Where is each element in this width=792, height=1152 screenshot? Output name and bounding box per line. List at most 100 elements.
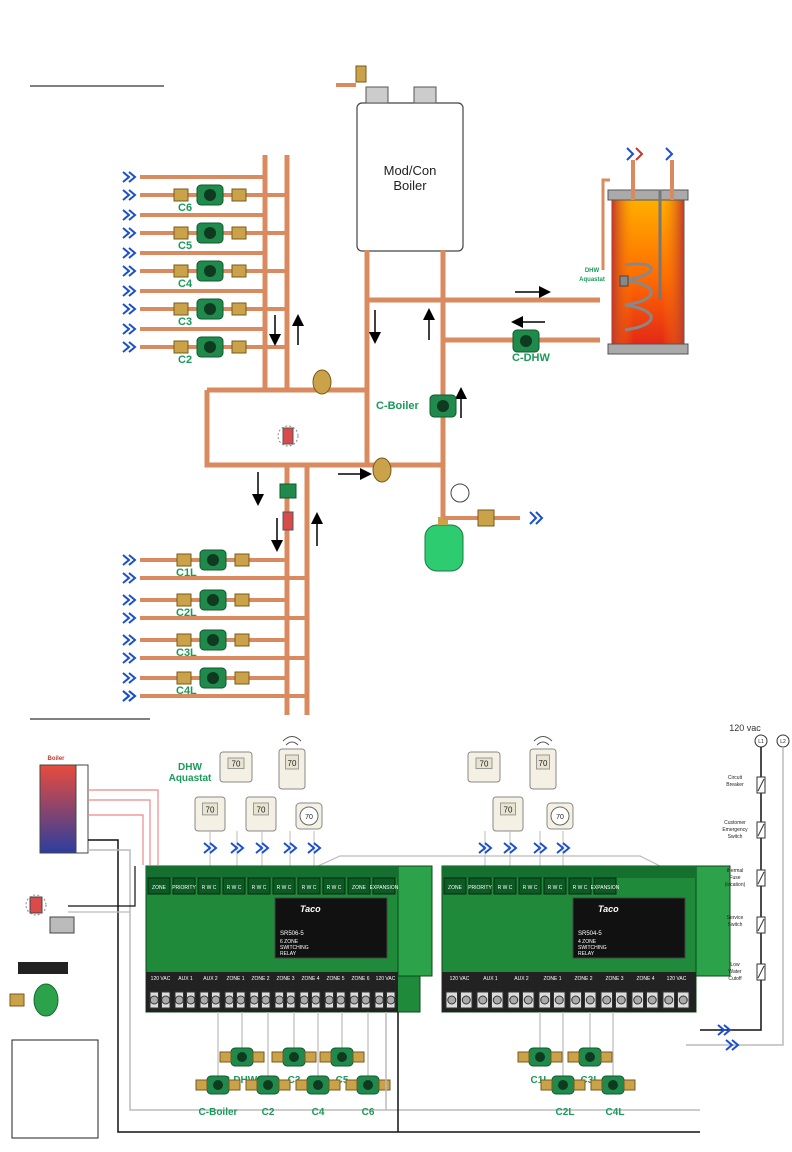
valve-icon xyxy=(328,1079,341,1091)
pipe-break-icon xyxy=(230,842,239,854)
valve-icon xyxy=(590,1079,603,1091)
pipe-break-icon xyxy=(209,842,218,854)
thermostat-reading: 70 xyxy=(504,806,513,815)
pipe-break-icon xyxy=(236,842,245,854)
terminal-label: R W C xyxy=(202,885,217,891)
pump-motor-icon xyxy=(237,1052,247,1062)
pipe-break-icon xyxy=(283,842,292,854)
boiler-label-line2: Boiler xyxy=(393,178,427,193)
wiring-dhw-aquastat-line2: Aquastat xyxy=(169,773,212,784)
safety-switch-label: Low xyxy=(730,962,740,968)
pipe-break-icon xyxy=(128,572,137,584)
terminal-label: R W C xyxy=(277,885,292,891)
pump-label: C6 xyxy=(362,1107,375,1118)
pipe-break-icon xyxy=(128,285,137,297)
valve-icon xyxy=(173,340,189,354)
terminal-label: R W C xyxy=(327,885,342,891)
screw-icon xyxy=(199,995,209,1005)
indirect-water-heater xyxy=(607,147,689,355)
safety-switch-label: Switch xyxy=(728,834,743,840)
screw-icon xyxy=(602,995,612,1005)
terminal-label: R W C xyxy=(573,885,588,891)
switch-contact xyxy=(757,778,765,792)
pump-motor-icon xyxy=(313,1080,323,1090)
screw-icon xyxy=(361,995,371,1005)
terminal-group-label: ZONE 3 xyxy=(605,976,623,982)
pipe-break-icon xyxy=(122,594,131,606)
terminal-block xyxy=(443,877,467,895)
valve-icon xyxy=(234,633,250,647)
pump-motor-icon xyxy=(535,1052,545,1062)
terminal-block xyxy=(172,877,196,895)
switch-contact xyxy=(757,823,765,837)
pipe-break-icon xyxy=(533,842,542,854)
terminal-block xyxy=(247,877,271,895)
pipe-break-icon xyxy=(484,842,493,854)
thermostat-reading: 70 xyxy=(232,759,241,768)
pipe-break-icon xyxy=(128,247,137,259)
valve-icon xyxy=(231,264,247,278)
valve-icon xyxy=(600,1051,613,1063)
terminal-group-label: 120 VAC xyxy=(450,976,470,982)
mixing-valve-actuator xyxy=(9,894,75,1017)
pipe-break-icon xyxy=(128,690,137,702)
switch-contact xyxy=(757,918,765,932)
pipe-break-icon xyxy=(122,265,131,277)
expansion-cable xyxy=(317,855,661,867)
safety-switch-label: Switch xyxy=(728,922,743,928)
valve-icon xyxy=(517,1051,530,1063)
terminal-block xyxy=(222,877,246,895)
terminal-label: R W C xyxy=(302,885,317,891)
terminal-block xyxy=(297,877,321,895)
zone-pump-label: C3 xyxy=(178,316,192,328)
pump-motor-icon xyxy=(289,1052,299,1062)
terminal-label: ZONE xyxy=(152,885,167,891)
zone-pump-label: C4 xyxy=(178,278,193,290)
thermostat-display xyxy=(285,754,299,770)
pipe-break-icon xyxy=(122,209,131,221)
terminal-group-label: ZONE 2 xyxy=(251,976,269,982)
c-dhw-label: C-DHW xyxy=(512,352,550,364)
pump-motor-icon xyxy=(558,1080,568,1090)
wiring-dhw-aquastat-line1: DHW xyxy=(178,762,202,773)
pipe-break-icon xyxy=(717,1024,726,1036)
pipe-break-icon xyxy=(122,285,131,297)
zone-pump-label: C6 xyxy=(178,202,192,214)
left-relay-desc2: SWITCHING xyxy=(280,945,309,951)
valve-icon xyxy=(245,1079,258,1091)
screw-icon xyxy=(349,995,359,1005)
screw-icon xyxy=(324,995,334,1005)
screw-icon xyxy=(374,995,384,1005)
valve-icon xyxy=(378,1079,391,1091)
screw-icon xyxy=(554,995,564,1005)
zone-pump-label: C2 xyxy=(178,354,192,366)
pipe-break-icon xyxy=(509,842,518,854)
right-relay-desc1: 4 ZONE xyxy=(578,939,597,945)
terminal-block xyxy=(322,877,346,895)
terminal-group-label: AUX 1 xyxy=(483,976,498,982)
pump-label: C3L xyxy=(581,1075,600,1086)
supply-terminal-l2-label: L2 xyxy=(780,739,786,745)
thermostat-reading: 70 xyxy=(480,759,489,768)
pipe-break-icon xyxy=(289,842,298,854)
terminal-label: PRIORITY xyxy=(468,885,492,891)
screw-icon xyxy=(461,995,471,1005)
valve-icon xyxy=(234,593,250,607)
supply-voltage: 120 vac xyxy=(729,723,761,733)
pipe-break-icon xyxy=(307,842,316,854)
pipe-break-icon xyxy=(562,842,571,854)
pressure-gauge xyxy=(450,483,470,503)
pipe-break-icon xyxy=(122,189,131,201)
pump-motor-icon xyxy=(207,594,219,606)
screw-icon xyxy=(540,995,550,1005)
screw-icon xyxy=(186,995,196,1005)
pipe-break-icon xyxy=(122,634,131,646)
terminal-group-label: ZONE 3 xyxy=(276,976,294,982)
pipe-break-icon xyxy=(122,171,131,183)
valve-icon xyxy=(319,1051,332,1063)
safety-switch-chain: CircuitBreakerCustomerEmergencySwitchthe… xyxy=(722,775,766,982)
